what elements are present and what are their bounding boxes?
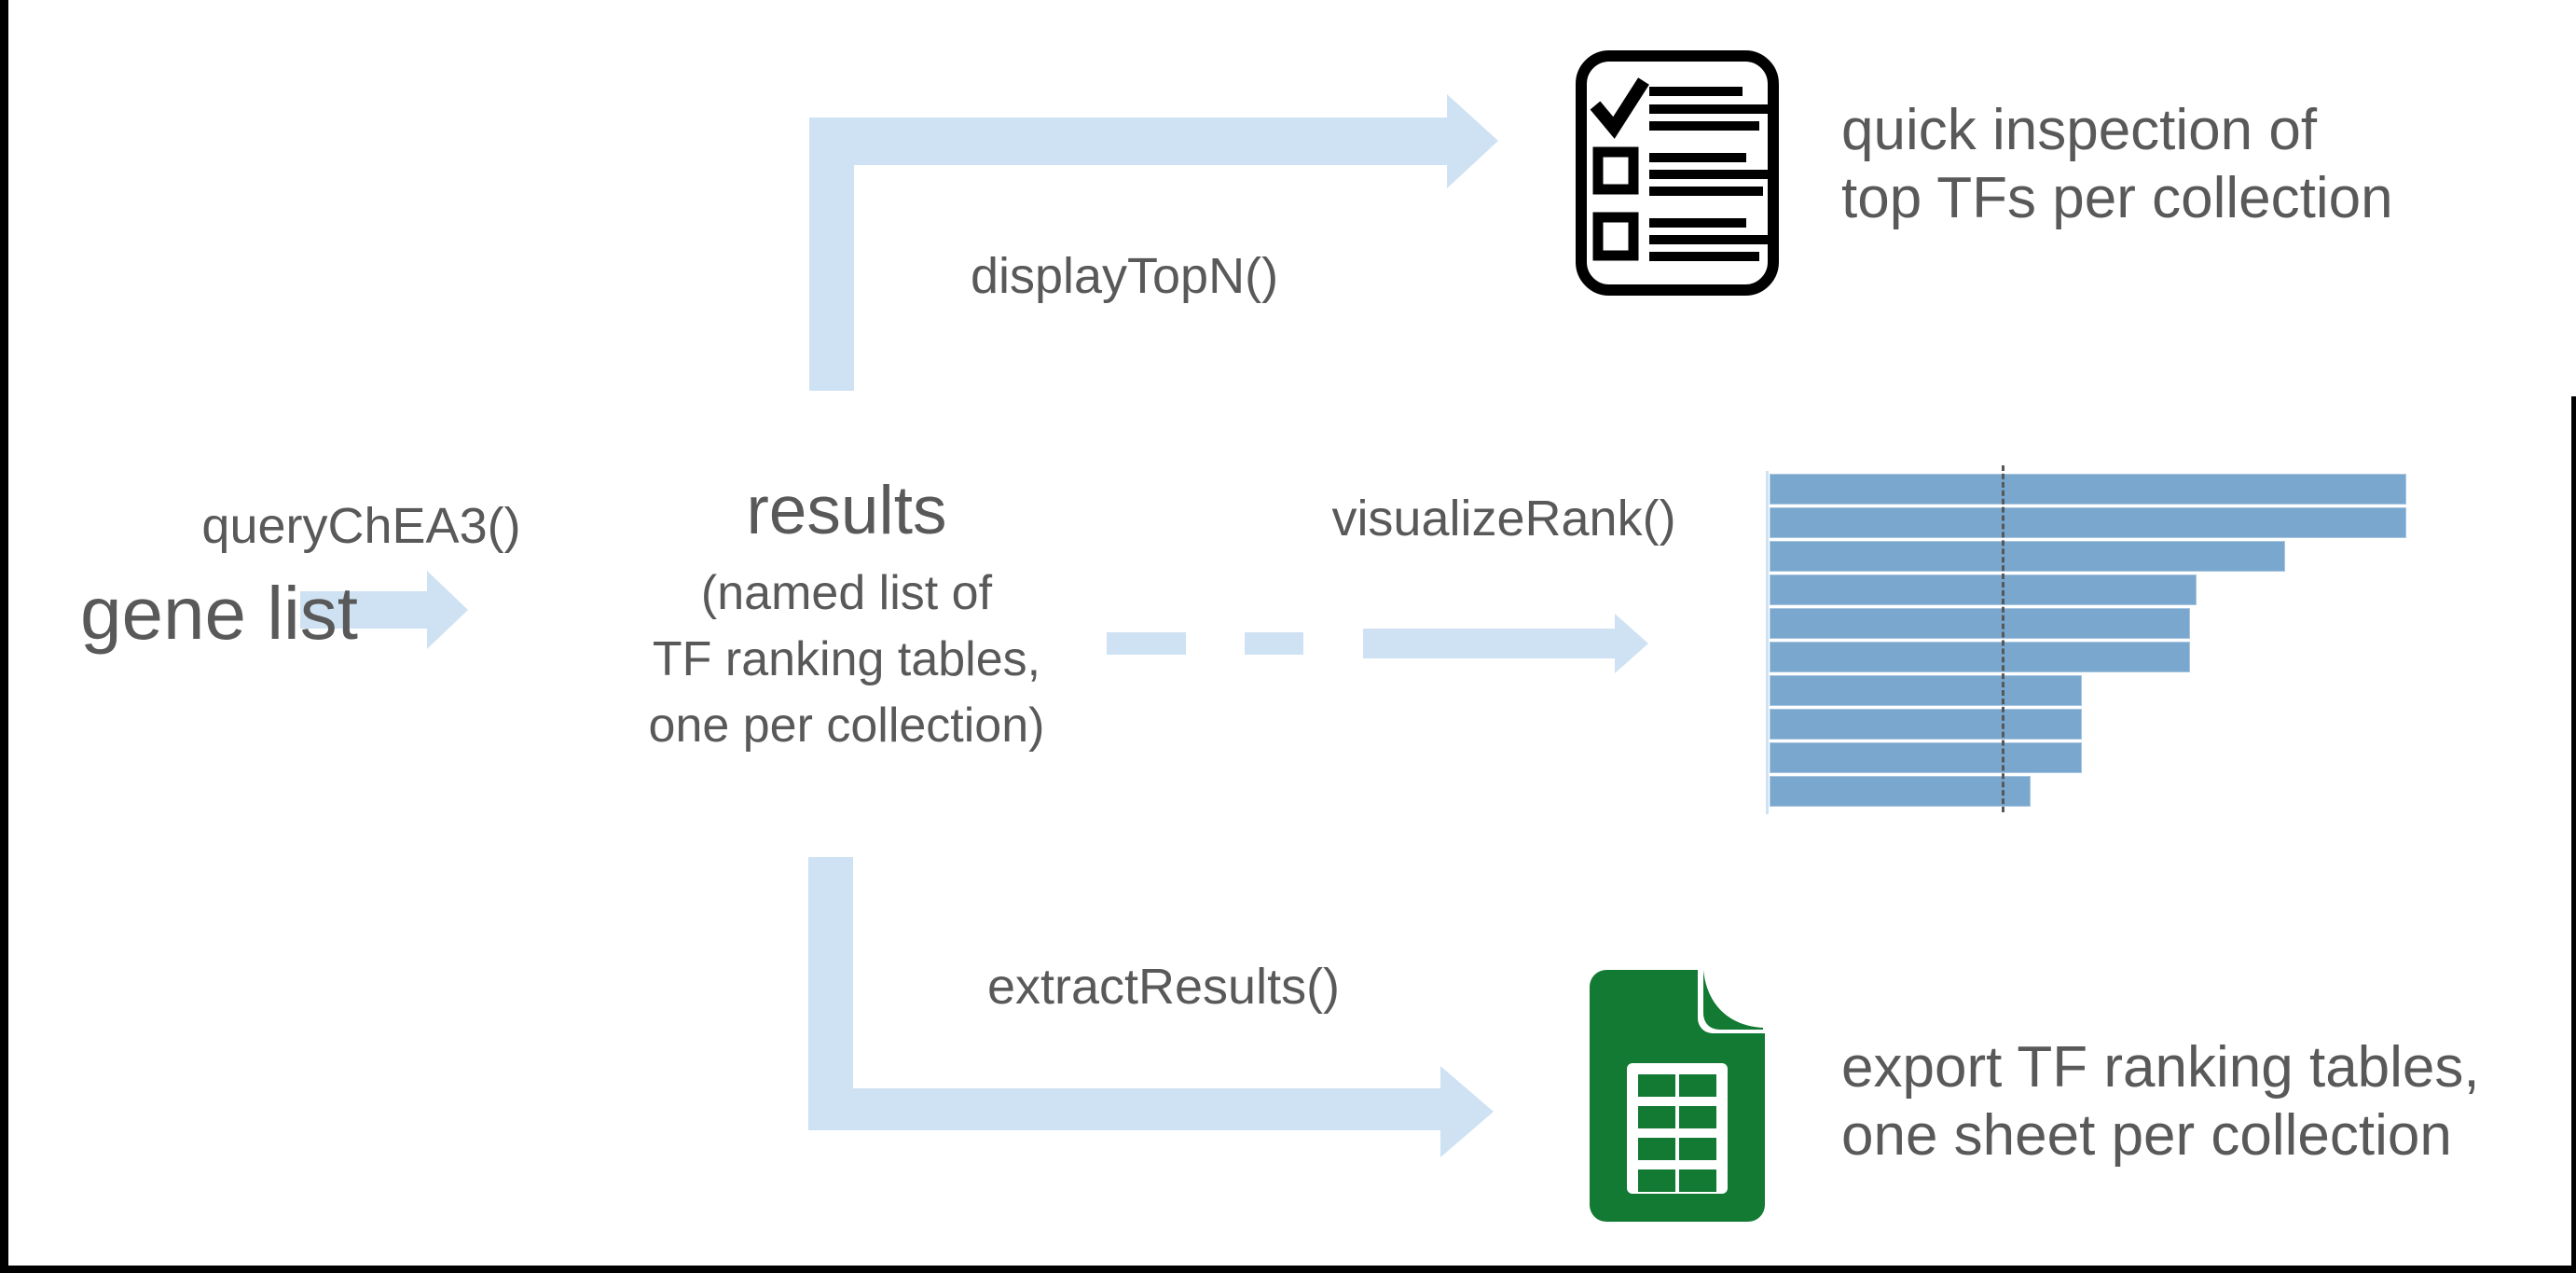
bar-TF1 xyxy=(1770,474,2406,505)
bar-TF6 xyxy=(1770,642,2190,672)
results-title: results xyxy=(746,473,947,548)
bar-TF7 xyxy=(1770,675,2082,706)
results-subtitle: (named list of TF ranking tables, one pe… xyxy=(613,560,1080,759)
spreadsheet-grid-cells xyxy=(1638,1074,1716,1192)
checkbox-row3 xyxy=(1592,212,1639,261)
screen-edge-left xyxy=(0,0,8,1266)
checkbox-row2 xyxy=(1592,146,1639,195)
visualize-arrow-dash-2 xyxy=(1245,632,1303,655)
bar-TF8 xyxy=(1770,709,2082,740)
screen-edge-right xyxy=(2571,396,2576,1266)
gene-list-node: gene list xyxy=(80,572,358,655)
label-extractResults: extractResults() xyxy=(986,959,1341,1015)
screen-edge-bottom xyxy=(0,1266,2576,1273)
checklist-lines-row1 xyxy=(1649,87,1770,131)
results-node: results (named list of TF ranking tables… xyxy=(613,471,1080,759)
bar-TF9 xyxy=(1770,742,2082,773)
tf-rank-bar-chart xyxy=(1766,465,2409,814)
checklist-lines-row2 xyxy=(1649,153,1770,196)
chart-y-axis xyxy=(1766,471,1769,814)
bar-TF5 xyxy=(1770,608,2190,639)
visualize-arrow-head xyxy=(1363,614,1648,673)
bar-TF3 xyxy=(1770,541,2285,572)
results-subtitle-line1: (named list of xyxy=(700,566,993,620)
checklist-lines-row3 xyxy=(1649,218,1770,261)
checklist-icon xyxy=(1576,50,1779,296)
bar-TF4 xyxy=(1770,574,2197,605)
query-arrow xyxy=(300,571,468,649)
bottom-outcome-line2: one sheet per collection xyxy=(1841,1103,2452,1168)
top-outcome-text: quick inspection of top TFs per collecti… xyxy=(1841,96,2393,232)
results-subtitle-line2: TF ranking tables, xyxy=(652,632,1041,686)
top-outcome-line1: quick inspection of xyxy=(1841,98,2318,162)
display-elbow-arrow xyxy=(809,94,1498,391)
label-visualizeRank: visualizeRank() xyxy=(1331,491,1676,547)
chart-threshold-line xyxy=(2002,465,2004,812)
label-queryChEA3: queryChEA3() xyxy=(201,498,521,554)
label-displayTopN: displayTopN() xyxy=(970,248,1279,304)
spreadsheet-icon xyxy=(1590,970,1765,1222)
top-outcome-line2: top TFs per collection xyxy=(1841,166,2393,230)
bottom-outcome-line1: export TF ranking tables, xyxy=(1841,1035,2480,1100)
extract-elbow-arrow xyxy=(808,857,1494,1157)
visualize-arrow-dash-1 xyxy=(1107,632,1186,655)
bar-TF10 xyxy=(1770,776,2031,807)
bottom-outcome-text: export TF ranking tables, one sheet per … xyxy=(1841,1033,2480,1169)
spreadsheet-fold xyxy=(1703,970,1763,1030)
results-subtitle-line3: one per collection) xyxy=(648,699,1045,753)
bar-TF2 xyxy=(1770,507,2406,538)
